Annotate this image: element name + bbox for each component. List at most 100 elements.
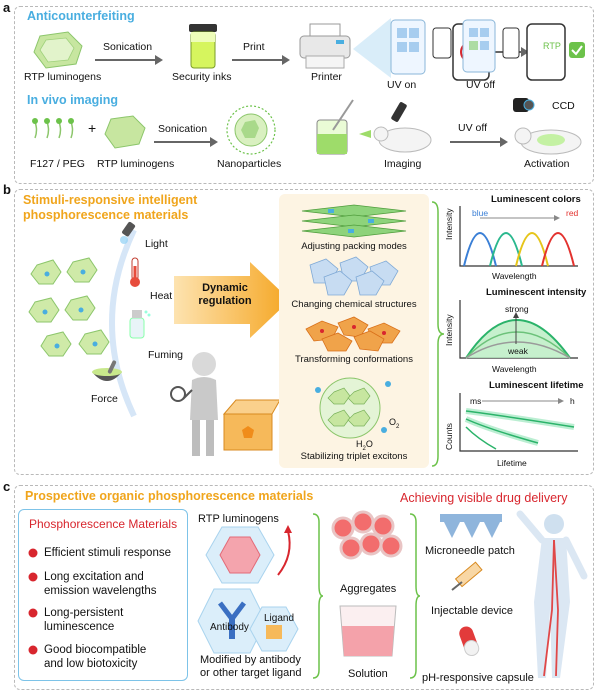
in-vivo-title: In vivo imaging (27, 93, 118, 107)
mortar-icon (92, 360, 122, 381)
triplet-exciton-icon (315, 377, 391, 439)
rtp-crystal-icon (33, 31, 83, 69)
uv-off-label-2: UV off (458, 122, 487, 134)
dynamic-label-1: Dynamic (202, 282, 248, 294)
pill-bullet-icon (28, 645, 38, 655)
modified-line2: or other target ligand (200, 667, 302, 679)
microneedle-icon (440, 514, 502, 538)
dynamic-label-2: regulation (198, 295, 252, 307)
imaging-scene (513, 98, 582, 155)
chart1-left-label: blue (472, 208, 489, 218)
chart1-title: Luminescent colors (491, 194, 581, 205)
o2-text: O (389, 417, 397, 427)
polymer-icon (32, 118, 74, 139)
stimulus-fuming: Fuming (148, 349, 184, 361)
rtp-hexagon-icon (205, 525, 292, 584)
stimulus-heat: Heat (150, 290, 173, 302)
stimuli-title-line1: Stimuli-responsive intelligent (23, 193, 198, 207)
anticounterfeiting-title: Anticounterfeiting (27, 9, 135, 23)
h2o-subscript: 2 (362, 445, 366, 452)
chart2-ylabel: Intensity (444, 314, 454, 346)
aggregates-icon (331, 510, 403, 560)
stimulus-force: Force (91, 393, 118, 405)
uv-off-label: UV off (466, 79, 495, 91)
pill-bullet-icon (28, 572, 38, 582)
o2-subscript: 2 (396, 423, 400, 430)
chart1-ylabel: Intensity (444, 208, 454, 240)
nanoparticle-icon (226, 105, 276, 155)
packing-mode-icon (301, 204, 407, 238)
panel-label-a: a (3, 0, 11, 15)
rtp-luminogens-label-2: RTP luminogens (97, 158, 175, 170)
capsule-icon (459, 626, 480, 657)
drug-delivery-title: Achieving visible drug delivery (400, 491, 568, 505)
vial-icon (189, 24, 217, 69)
prospective-title: Prospective organic phosphorescence mate… (25, 489, 314, 503)
strategy-triplet: Stabilizing triplet excitons (300, 451, 408, 462)
arrow-icon (450, 137, 508, 147)
chart3-plot (459, 393, 578, 452)
thermometer-icon (130, 257, 140, 287)
bracket-c2-icon (409, 513, 421, 679)
arrow-icon (232, 55, 290, 65)
syringe-icon (451, 561, 483, 591)
solution-label: Solution (348, 668, 388, 680)
injectable-label: Injectable device (431, 605, 513, 617)
h2o-text-2: O (365, 439, 373, 449)
panel-b (14, 189, 594, 475)
panel-a (14, 6, 594, 184)
chart3-left-label: ms (470, 396, 482, 406)
imaging-label: Activation (524, 158, 570, 170)
arrow-icon (154, 137, 218, 147)
chart1-xlabel: Wavelength (492, 271, 537, 281)
bracket-icon (431, 201, 445, 467)
antibody-label: Antibody (210, 622, 249, 633)
chart3-xlabel: Lifetime (497, 458, 527, 468)
conformation-icon (305, 316, 401, 352)
rtp-luminogens-label-c: RTP luminogens (198, 513, 279, 525)
chart2-xlabel: Wavelength (492, 364, 537, 374)
bracket-c-icon (312, 513, 324, 679)
chart3-right-label: h (570, 396, 575, 406)
stimuli-title-line2: phosphorescence materials (23, 208, 189, 222)
nanoparticles-label: Nanoparticles (217, 158, 282, 170)
pill-bullet-icon (28, 548, 38, 558)
strategy-packing: Adjusting packing modes (301, 241, 407, 252)
chart3-ylabel: Counts (444, 423, 454, 450)
arrow-icon (95, 55, 163, 65)
solution-beaker-icon (339, 605, 397, 657)
strategy-conformation: Transforming conformations (295, 354, 413, 365)
open-box-icon (222, 399, 281, 451)
panel-label-c: c (3, 479, 11, 494)
printer-label: Printer (311, 71, 342, 83)
features-box (18, 509, 188, 681)
activation-scene (316, 99, 432, 155)
capsule-label: pH-responsive capsule (422, 672, 534, 684)
chart2-bottom-label: weak (508, 346, 528, 356)
rtp-phone-text: RTP (543, 41, 561, 51)
feature-2-line1: Long excitation and (44, 571, 144, 583)
panel-c (14, 485, 594, 690)
chemical-structure-icon (309, 256, 399, 296)
feature-2-line2: emission wavelengths (44, 585, 157, 597)
dynamic-regulation-arrow (174, 262, 290, 338)
feature-4-line2: and low biotoxicity (44, 658, 138, 670)
ligand-label: Ligand (264, 613, 295, 624)
crystal-cluster-icon (28, 257, 110, 357)
panel-label-b: b (3, 182, 11, 197)
h2o-label: H2O (356, 438, 373, 455)
sonication-label: Sonication (103, 41, 153, 53)
uv-off-scene (462, 19, 585, 81)
rtp-crystal-icon (104, 115, 146, 149)
chart2-title: Luminescent intensity (486, 287, 587, 298)
ccd-label: CCD (552, 100, 575, 112)
h2o-text: H (356, 439, 363, 449)
strategy-chemical: Changing chemical structures (291, 299, 417, 310)
feature-1: Efficient stimuli response (44, 547, 171, 559)
chart1-plot (459, 206, 578, 267)
feature-3-line2: luminescence (44, 621, 115, 633)
pill-bullet-icon (28, 608, 38, 618)
features-box-title: Phosphorescence Materials (29, 517, 178, 531)
print-label: Print (243, 41, 265, 53)
human-body-icon (516, 510, 588, 678)
